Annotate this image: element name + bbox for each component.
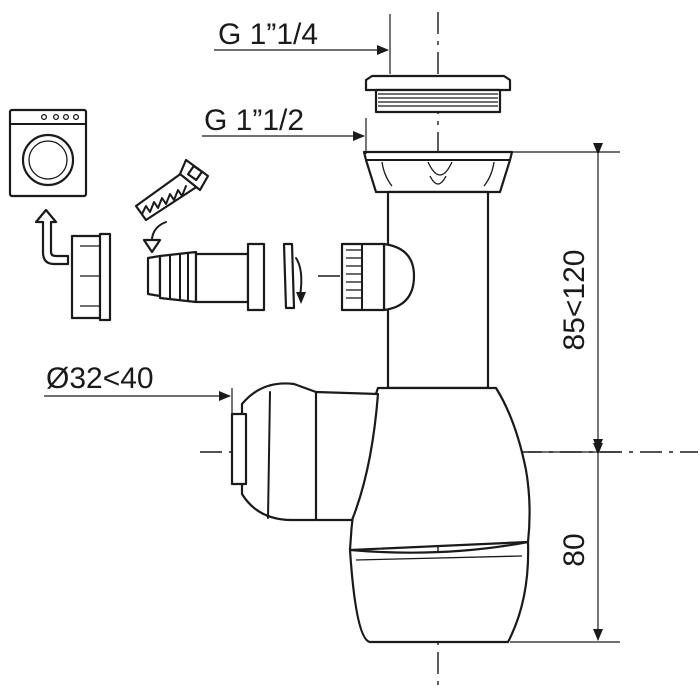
- inlet-funnel: [362, 150, 514, 194]
- connector-fitting: [70, 232, 112, 322]
- side-inlet: [340, 242, 416, 312]
- thread-cap-callout: G 1”1/4: [214, 14, 391, 74]
- saw-icon: [134, 158, 210, 222]
- up-arrow-icon: [34, 208, 70, 266]
- washing-machine-icon: [8, 108, 88, 198]
- height-dimension: 85<120 80: [510, 143, 620, 643]
- sealing-washer: [282, 242, 306, 310]
- hose-adapter: [146, 242, 266, 312]
- thread-inlet-callout: G 1”1/2: [202, 104, 367, 154]
- thread-inlet-label: G 1”1/2: [204, 104, 304, 137]
- height-lower-label: 80: [558, 533, 591, 566]
- vertical-tube: [386, 190, 490, 390]
- height-upper-label: 85<120: [558, 250, 591, 351]
- outlet-diameter-callout: Ø32<40: [44, 362, 233, 414]
- outlet-diameter-label: Ø32<40: [46, 362, 154, 395]
- down-arrow-icon: [142, 221, 167, 254]
- thread-cap-label: G 1”1/4: [218, 18, 318, 51]
- trap-body: [348, 386, 531, 644]
- outlet-elbow: [230, 382, 380, 522]
- drain-cap: [364, 74, 512, 114]
